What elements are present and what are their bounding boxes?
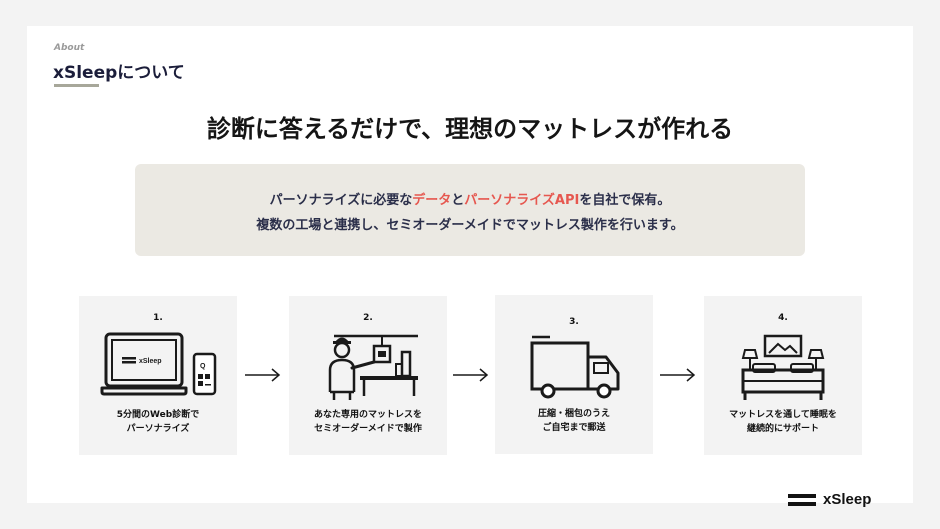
step-caption: 圧縮・梱包のうえ ご自宅まで郵送 bbox=[495, 407, 653, 435]
phone-q-label: Q bbox=[200, 363, 206, 370]
step-number: 4. bbox=[778, 313, 788, 323]
highlight-data: データ bbox=[412, 193, 452, 208]
laptop-screen-label: xSleep bbox=[139, 358, 162, 365]
step-card-4: 4. マットレスを通して睡眠を 継続的にサポート bbox=[704, 296, 862, 455]
worker-icon bbox=[328, 334, 418, 400]
caption-line-2: セミオーダーメイドで製作 bbox=[314, 424, 422, 434]
laptop-phone-icon: xSleep Q bbox=[100, 332, 217, 396]
bedroom-icon bbox=[741, 334, 825, 400]
step-caption: あなた専用のマットレスを セミオーダーメイドで製作 bbox=[289, 408, 447, 436]
logo-mark-icon bbox=[788, 493, 816, 506]
step-number: 2. bbox=[363, 313, 373, 323]
step-number: 3. bbox=[569, 317, 579, 327]
step-card-1: 1. xSleep Q 5分間のWeb診断で パーソナライズ bbox=[79, 296, 237, 455]
caption-line-1: あなた専用のマットレスを bbox=[313, 410, 422, 420]
step-number: 1. bbox=[153, 313, 163, 323]
arrow-right-icon bbox=[660, 368, 696, 382]
summary-text: と bbox=[451, 193, 465, 208]
caption-line-2: 継続的にサポート bbox=[746, 424, 819, 434]
caption-line-2: パーソナライズ bbox=[126, 424, 190, 434]
caption-line-1: マットレスを通して睡眠を bbox=[729, 410, 837, 420]
highlight-api: パーソナライズAPI bbox=[464, 193, 580, 208]
step-card-2: 2. あなた専用のマットレスを セミオーダーメイドで製作 bbox=[289, 296, 447, 455]
caption-line-2: ご自宅まで郵送 bbox=[542, 423, 606, 433]
summary-text: パーソナライズに必要な bbox=[269, 193, 413, 208]
caption-line-1: 圧縮・梱包のうえ bbox=[537, 409, 610, 419]
step-card-3: 3. 圧縮・梱包のうえ ご自宅まで郵送 bbox=[495, 295, 653, 454]
section-title: xSleepについて bbox=[53, 63, 185, 83]
arrow-right-icon bbox=[453, 368, 489, 382]
brand-logo: xSleep bbox=[788, 491, 871, 508]
summary-box: パーソナライズに必要なデータとパーソナライズAPIを自社で保有。 複数の工場と連… bbox=[135, 164, 805, 256]
delivery-truck-icon bbox=[530, 335, 620, 399]
summary-line-1: パーソナライズに必要なデータとパーソナライズAPIを自社で保有。 bbox=[135, 189, 805, 208]
section-eyebrow: About bbox=[54, 43, 85, 53]
summary-line-2: 複数の工場と連携し、セミオーダーメイドでマットレス製作を行います。 bbox=[256, 218, 684, 233]
brand-name: xSleep bbox=[823, 491, 872, 508]
arrow-right-icon bbox=[245, 368, 281, 382]
headline: 診断に答えるだけで、理想のマットレスが作れる bbox=[206, 115, 734, 143]
summary-text: を自社で保有。 bbox=[579, 193, 671, 208]
title-underline bbox=[54, 84, 99, 87]
step-caption: マットレスを通して睡眠を 継続的にサポート bbox=[704, 408, 862, 436]
step-caption: 5分間のWeb診断で パーソナライズ bbox=[79, 408, 237, 436]
caption-line-1: 5分間のWeb診断で bbox=[116, 410, 200, 420]
